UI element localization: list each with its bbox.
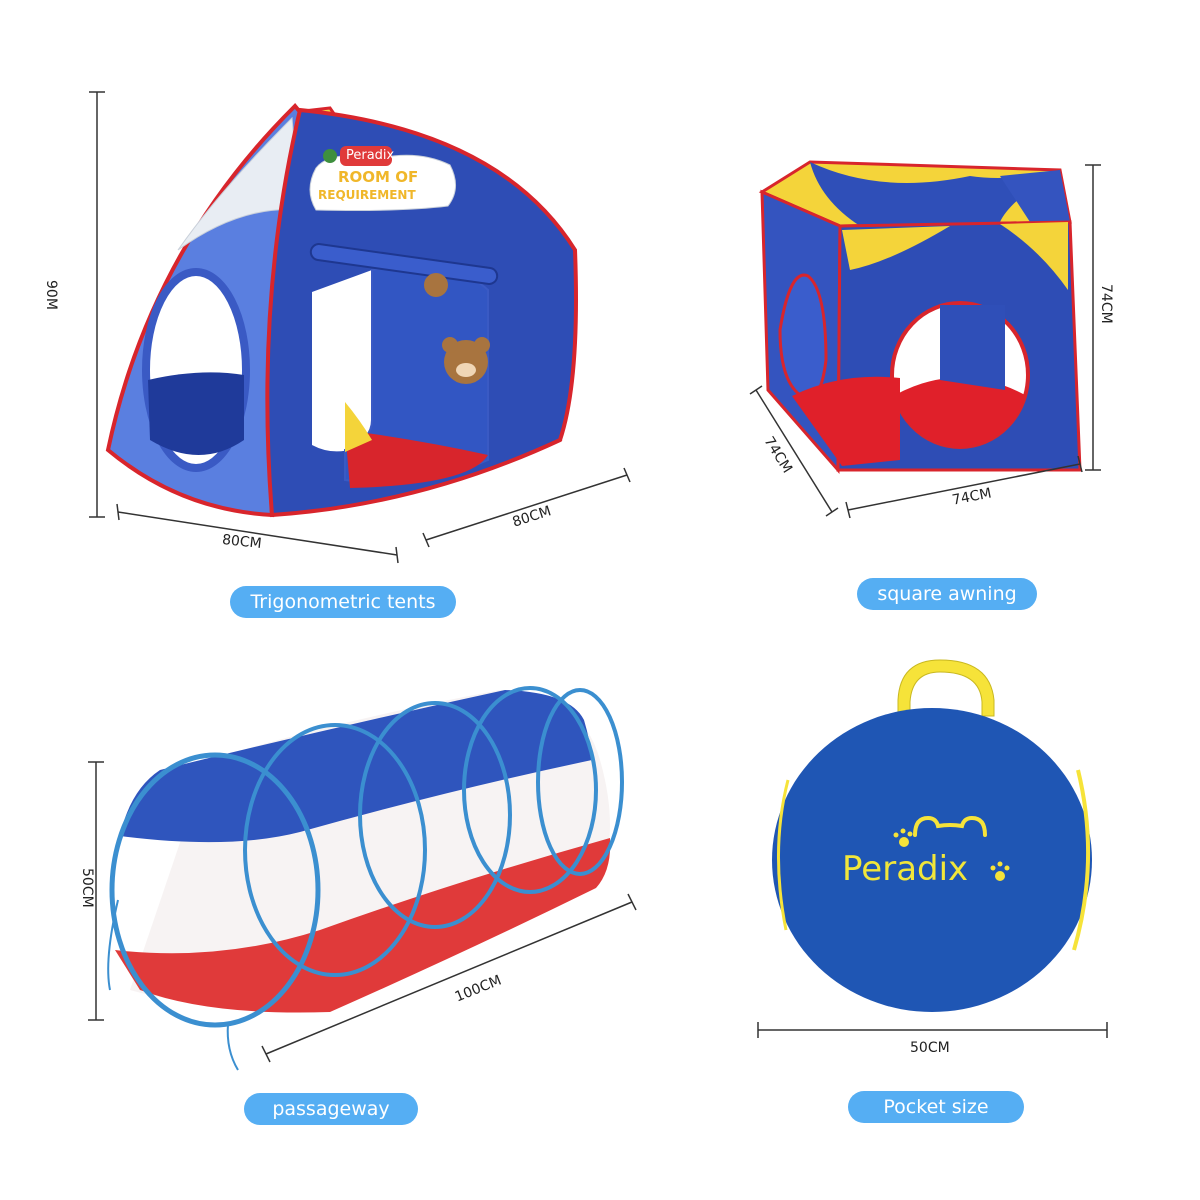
bag-width-label: 50CM [910,1040,950,1056]
paw-print-icon [990,861,1010,881]
square-tent-height-label: 74CM [1098,284,1114,324]
triangle-tent-width-label: 80CM [221,531,263,553]
bag-brand-logo: Peradix [842,849,969,889]
tunnel-height-label: 50CM [79,868,95,908]
triangle-tent-banner-line2: REQUIREMENT [318,188,416,202]
tunnel-caption: passageway [244,1093,418,1125]
triangle-tent-brand-tag: Peradix [346,148,395,163]
square-tent-dimension-lines [749,164,1101,519]
paw-print-icon [893,828,913,847]
triangle-tent-caption: Trigonometric tents [230,586,456,618]
tunnel-dimension-lines [88,761,637,1063]
triangle-tent-dimension-lines [89,91,631,564]
bag-caption: Pocket size [848,1091,1024,1123]
triangle-tent-illustration [105,103,578,518]
square-tent-caption: square awning [857,578,1037,610]
square-tent-illustration [758,160,1082,474]
triangle-tent-banner-line1: ROOM OF [338,168,419,186]
tunnel-illustration [107,686,624,1071]
triangle-tent-height-label: 90M [43,280,59,310]
bag-illustration [772,659,1092,1012]
bag-dimension-line [757,1022,1108,1038]
